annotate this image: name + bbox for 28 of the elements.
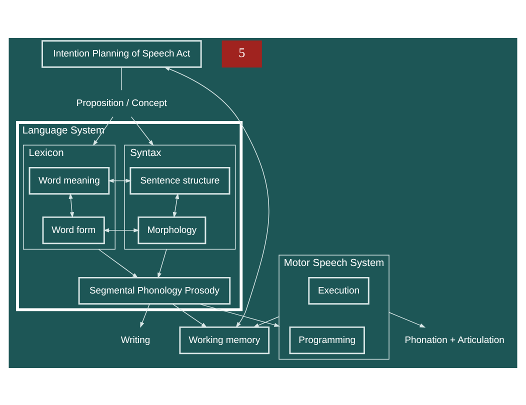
node-box: Morphology [138,216,206,244]
arrow [172,303,208,328]
node-box: Word meaning [28,166,110,194]
arrow [158,248,167,278]
node-box: Working memory [179,326,270,354]
node-box: Execution [308,276,370,304]
arrow [388,312,426,328]
arrow [98,248,138,278]
arrow [68,192,74,218]
arrow [172,192,180,218]
node-text: Phonation + Articulation [404,334,504,346]
node-box: Sentence structure [130,166,230,194]
node-text: Proposition / Concept [76,98,167,109]
label: 5 [238,44,246,60]
arrow [130,116,154,146]
arrow [108,178,132,182]
arrow [92,116,114,146]
node-box: Intention Planning of Speech Act [42,40,202,68]
node-box: Programming [289,326,365,354]
node-text: Writing [120,334,150,346]
node-box: Word form [42,216,105,244]
connector [121,66,122,90]
node-box: Segmental Phonology Prosody [78,276,231,304]
arrow [103,228,140,232]
arrow [164,66,270,328]
arrow [198,303,280,326]
arrow [140,303,150,328]
arrow [252,316,280,328]
